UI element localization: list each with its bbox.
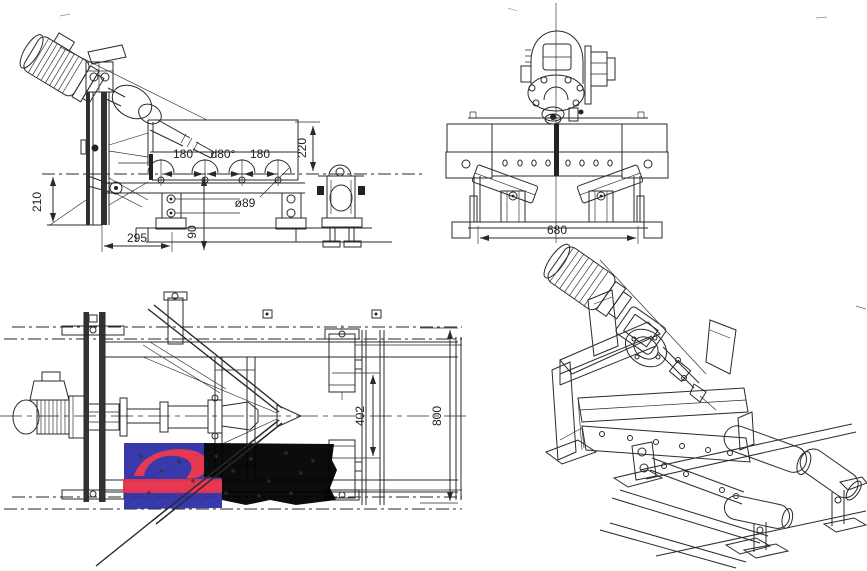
- watermark-black-blob: [204, 443, 337, 505]
- side-view: 210 220 180 d80° 180 ø89 90 295: [19, 32, 425, 252]
- dim-label-d80: d80°: [211, 147, 236, 161]
- iso-base-frame: [599, 423, 867, 569]
- iso-rollers: [631, 425, 867, 559]
- idler-rollers: [147, 159, 292, 186]
- side-drivetrain: [59, 44, 215, 159]
- iso-gearbox: [615, 306, 667, 368]
- dim-label-dia89: ø89: [235, 196, 256, 210]
- front-motor: [520, 30, 616, 125]
- dim-label-800: 800: [430, 406, 444, 426]
- dim-label-295: 295: [127, 231, 147, 245]
- end-roller-stand: [317, 164, 365, 248]
- dim-label-90: 90: [185, 225, 199, 239]
- front-view: 680: [445, 3, 669, 244]
- plan-motor: [12, 371, 259, 440]
- dim-label-180-right: 180: [250, 147, 270, 161]
- plan-view: 402 800: [0, 291, 470, 567]
- belt-edge-lines: [4, 326, 462, 510]
- watermark-speckles: [139, 451, 315, 498]
- base-frame: [87, 175, 392, 243]
- plan-dimensions: 402 800: [332, 327, 458, 504]
- dim-label-220: 220: [295, 138, 309, 158]
- iso-blade-slats: [577, 387, 751, 463]
- side-dimensions: 210 220 180 d80° 180 ø89 90 295: [30, 121, 320, 252]
- iso-motor: [543, 243, 633, 320]
- watermark-red-swoosh: [134, 449, 208, 479]
- iso-left-bracket: [631, 441, 657, 481]
- trough-box: [108, 119, 299, 181]
- iso-frame-upper: [544, 289, 755, 465]
- iso-stray-mark: [855, 305, 867, 310]
- dim-label-402: 402: [353, 406, 367, 426]
- plough-blade-assembly: [445, 111, 669, 179]
- watermark-logo: [123, 443, 337, 509]
- watermark-red-band: [123, 479, 222, 493]
- dim-label-680: 680: [547, 223, 567, 237]
- plan-column: [61, 312, 125, 502]
- side-motor: [19, 32, 105, 104]
- dim-label-180-left: 180: [173, 147, 193, 161]
- dim-label-210: 210: [30, 192, 44, 212]
- iso-left-upright: [551, 361, 577, 461]
- iso-shaft: [599, 259, 717, 411]
- front-frame: [451, 176, 663, 239]
- front-dimensions: 680: [477, 223, 639, 244]
- plan-frame: [105, 291, 458, 493]
- scan-marks: [59, 7, 828, 19]
- actuator-rod: [59, 46, 208, 121]
- iso-view: [543, 243, 867, 569]
- iso-rear-wing-plate: [705, 319, 737, 375]
- blade-edge-overlay: [151, 419, 283, 525]
- iso-actuator-rod: [599, 259, 707, 375]
